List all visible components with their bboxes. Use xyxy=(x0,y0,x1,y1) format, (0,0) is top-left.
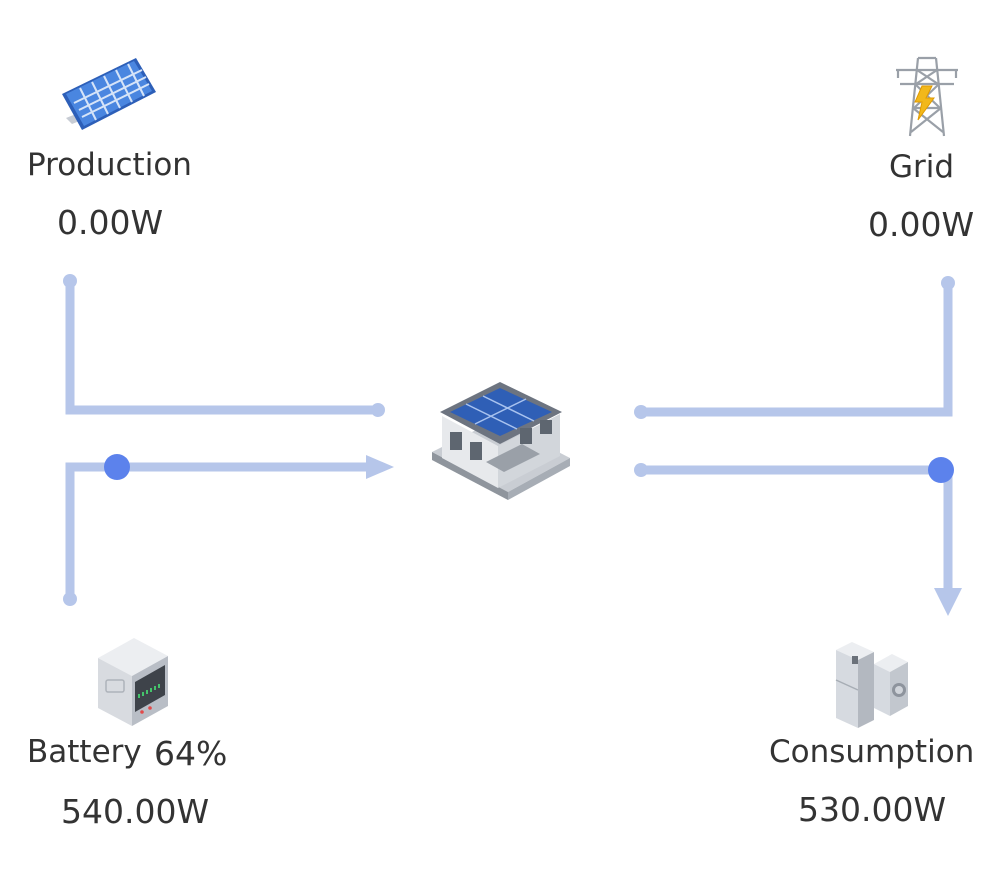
consumption-flow-line xyxy=(636,465,953,597)
battery-flow-arrowhead xyxy=(366,455,394,479)
appliances-icon xyxy=(835,642,908,728)
battery-flow-dot xyxy=(104,454,130,480)
grid-line-end-dot xyxy=(634,405,648,419)
consumption-value: 530.00W xyxy=(798,790,947,829)
grid-label: Grid xyxy=(889,149,955,185)
consumption-line-start-dot xyxy=(634,463,648,477)
battery-percent: 64% xyxy=(154,734,228,773)
production-flow-line xyxy=(65,276,383,415)
grid-flow-line xyxy=(636,278,953,417)
consumption-label: Consumption xyxy=(769,734,975,770)
grid-value: 0.00W xyxy=(868,205,975,244)
house-icon xyxy=(432,382,570,500)
solar-panel-icon xyxy=(62,58,156,130)
power-tower-icon xyxy=(896,56,958,137)
consumption-flow-arrowhead xyxy=(934,588,962,616)
battery-line-start-dot xyxy=(63,592,77,606)
production-label: Production xyxy=(27,147,192,183)
battery-value: 540.00W xyxy=(61,792,210,831)
production-value: 0.00W xyxy=(57,203,164,242)
consumption-flow-dot xyxy=(928,457,954,483)
production-line-start-dot xyxy=(63,274,77,288)
battery-cabinet-icon xyxy=(98,638,168,726)
battery-label: Battery xyxy=(27,734,142,770)
grid-line-start-dot xyxy=(941,276,955,290)
battery-flow-line xyxy=(65,462,377,604)
production-line-end-dot xyxy=(371,403,385,417)
